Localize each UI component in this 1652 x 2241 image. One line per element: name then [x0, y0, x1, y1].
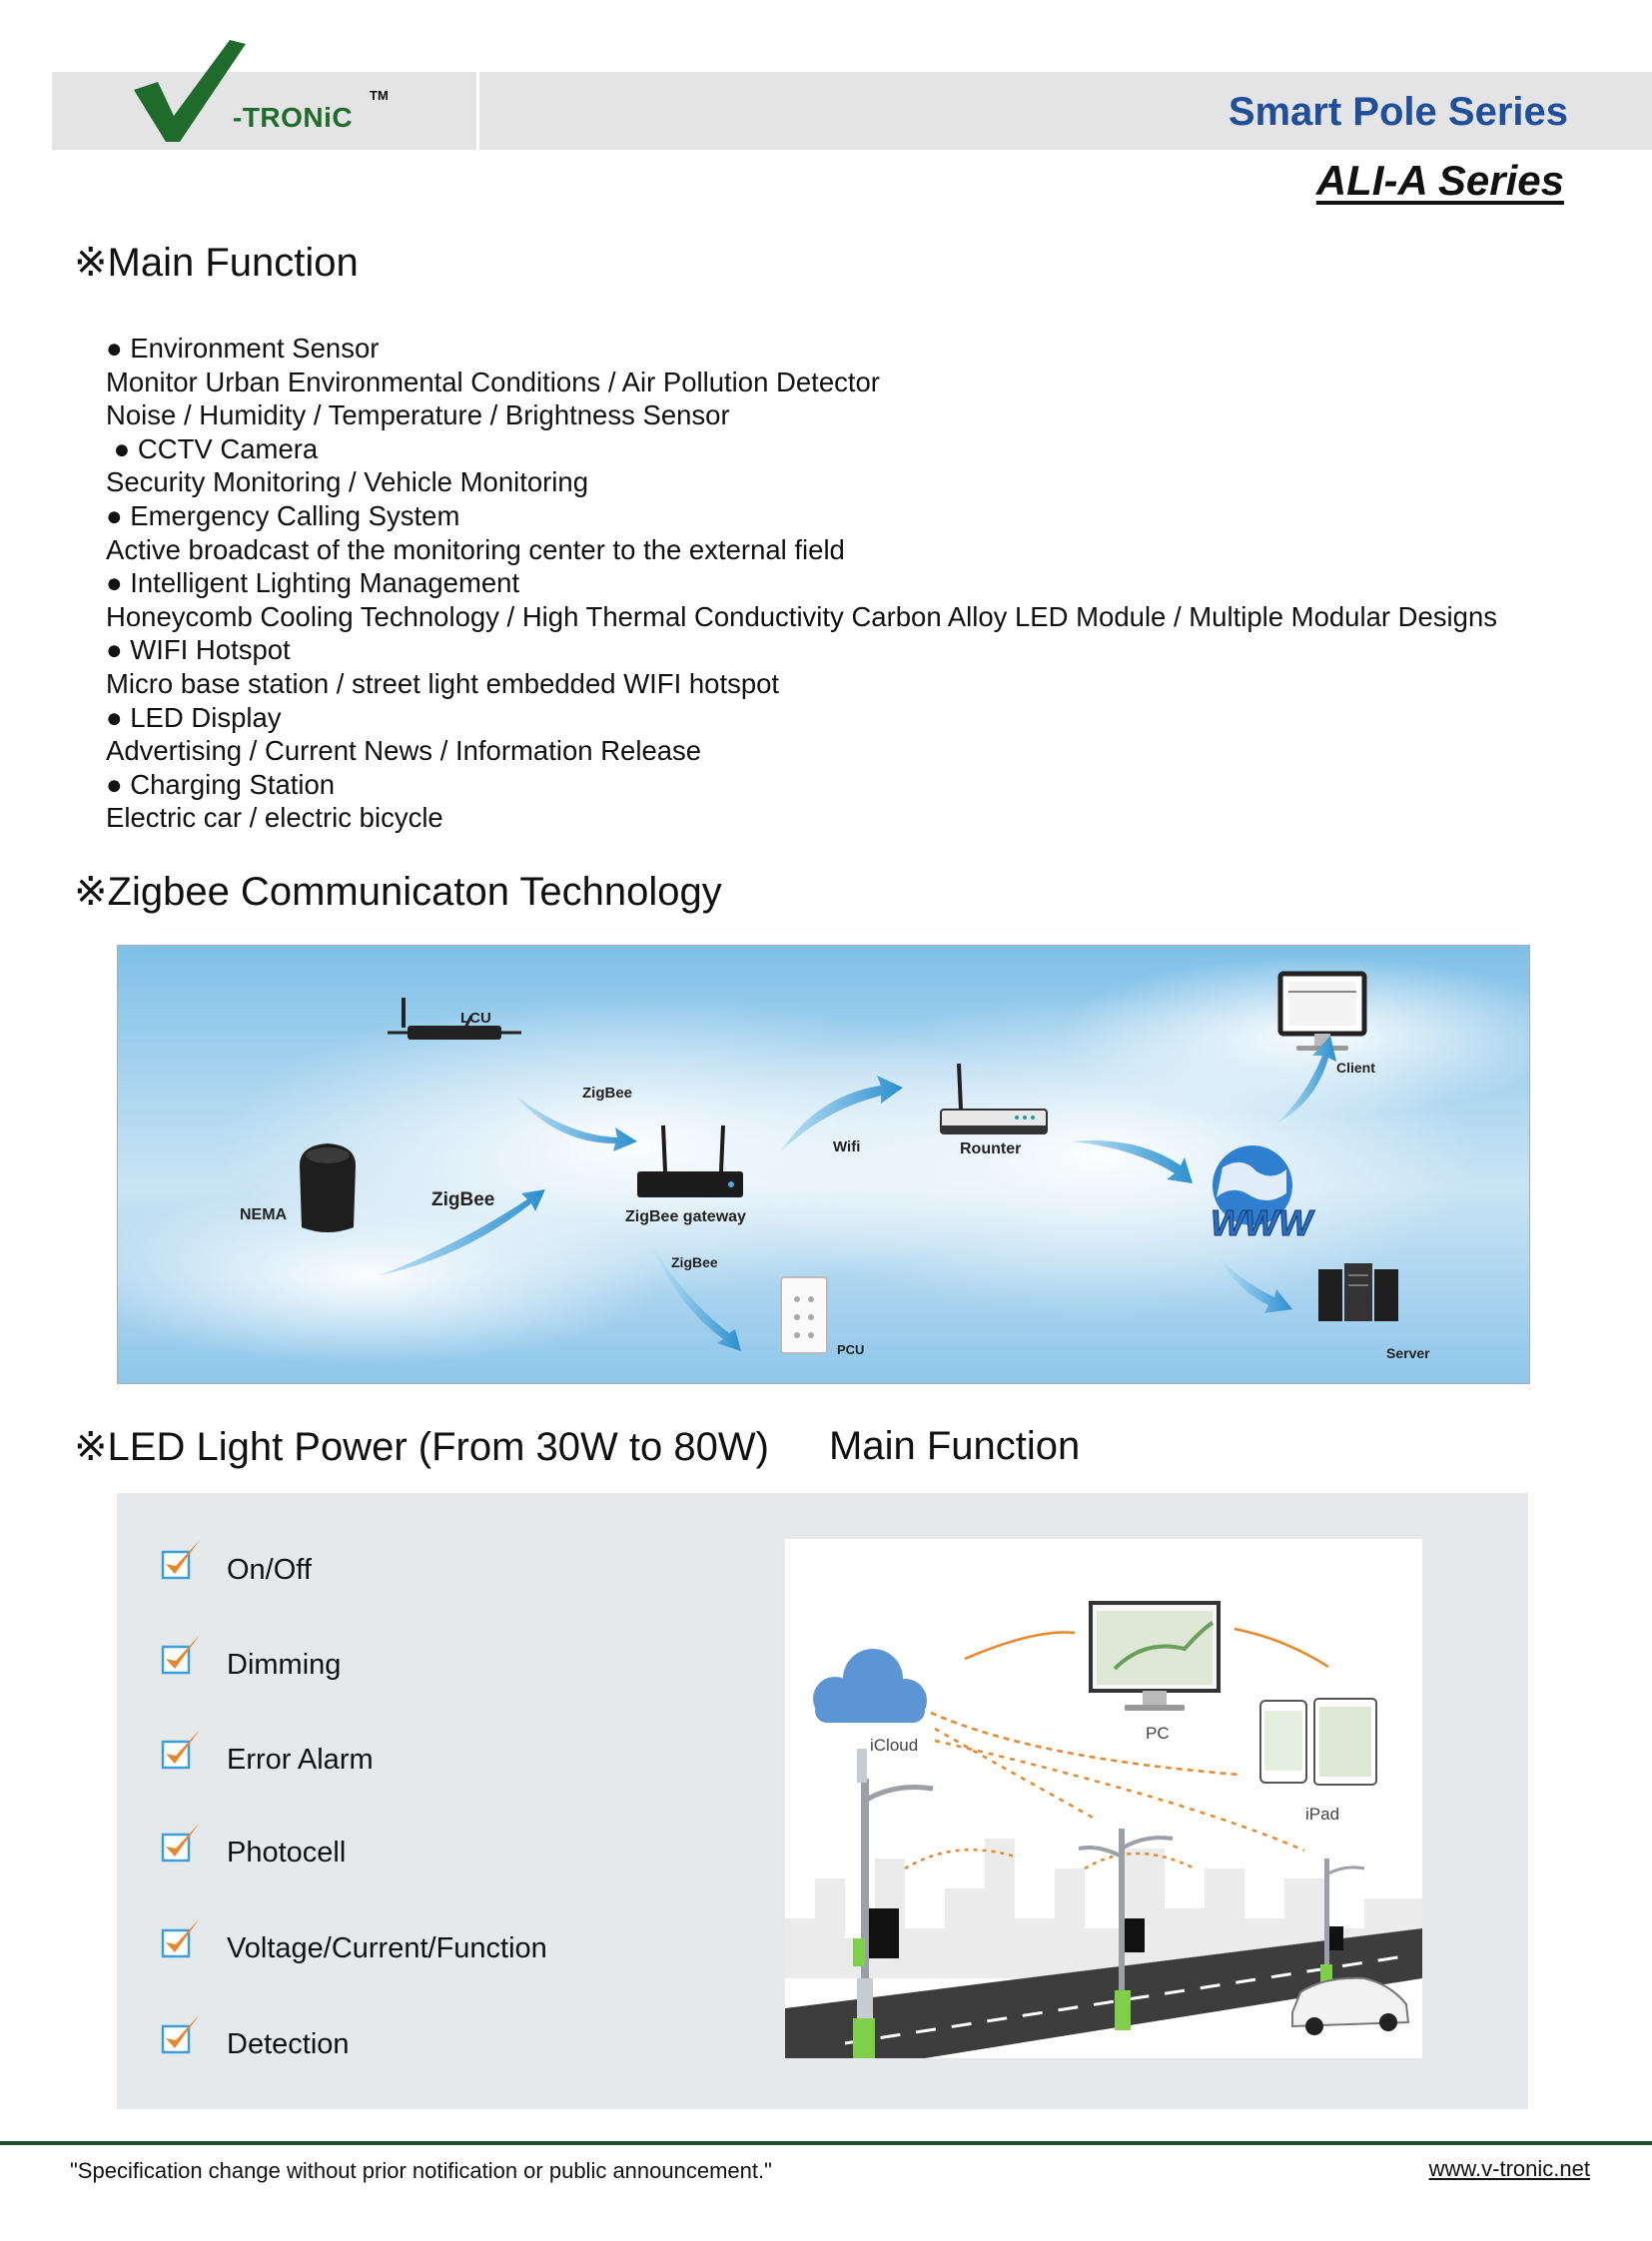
checkbox-checked-icon — [161, 1918, 200, 1958]
checkbox-checked-icon — [161, 1540, 200, 1580]
gateway-label: ZigBee gateway — [625, 1208, 746, 1225]
logo-trademark: TM — [370, 88, 389, 103]
smart-pole-icon — [853, 1749, 934, 2058]
zigbee-link-label: ZigBee — [431, 1189, 494, 1210]
function-line: Micro base station / street light embedd… — [106, 667, 780, 699]
wifi-link-label: Wifi — [833, 1138, 860, 1155]
feature-label: Voltage/Current/Function — [227, 1932, 547, 1964]
checkbox-checked-icon — [161, 1823, 200, 1863]
function-line: Active broadcast of the monitoring cente… — [106, 533, 845, 565]
checkbox-checked-icon — [161, 1730, 200, 1770]
website-link[interactable]: www.v-tronic.net — [1428, 2156, 1590, 2181]
router-icon — [940, 1063, 1048, 1134]
nema-device-icon — [300, 1143, 356, 1232]
function-line: ● WIFI Hotspot — [106, 634, 291, 666]
arrow-lcu-gateway-icon — [515, 1096, 637, 1151]
function-line: ● Emergency Calling System — [106, 499, 460, 531]
ipad-label: iPad — [1305, 1805, 1339, 1824]
cloud-icon — [813, 1649, 927, 1723]
function-line: Monitor Urban Environmental Conditions /… — [106, 366, 880, 397]
zigbee-gateway-icon — [637, 1124, 743, 1197]
feature-label: Dimming — [227, 1649, 342, 1681]
function-line: Security Monitoring / Vehicle Monitoring — [106, 466, 589, 498]
smart-pole-icon — [1078, 1829, 1174, 2030]
city-skyline-icon — [785, 1839, 1422, 1978]
feature-label: On/Off — [227, 1554, 312, 1586]
zigbee-diagram: LCU NEMA ZigBee gateway Rounter — [117, 945, 1530, 1384]
road-icon — [785, 1928, 1422, 2058]
zigbee-link-label: ZigBee — [582, 1085, 632, 1102]
tablet-phone-icon — [1259, 1698, 1377, 1786]
server-label: Server — [1386, 1345, 1430, 1361]
arrow-www-client-icon — [1276, 1036, 1336, 1123]
zigbee-link-label: ZigBee — [671, 1254, 718, 1270]
main-function-heading: ※Main Function — [74, 241, 359, 285]
pcu-panel-icon — [780, 1276, 828, 1354]
arrow-gateway-pcu-icon — [653, 1247, 741, 1351]
function-line: ● Intelligent Lighting Management — [106, 567, 520, 599]
zigbee-heading: ※Zigbee Communicaton Technology — [74, 870, 722, 914]
function-line: ● LED Display — [106, 701, 282, 733]
pc-monitor-icon — [1089, 1601, 1221, 1711]
car-icon — [1291, 1976, 1410, 2035]
function-line: ● Environment Sensor — [106, 333, 380, 364]
server-icon — [1318, 1263, 1398, 1321]
function-line: Honeycomb Cooling Technology / High Ther… — [106, 600, 1498, 632]
feature-label: Detection — [227, 2028, 350, 2060]
client-label: Client — [1336, 1060, 1375, 1076]
lcu-label: LCU — [460, 1010, 491, 1027]
arrow-nema-gateway-icon — [380, 1189, 545, 1275]
series-title: Smart Pole Series — [1228, 90, 1568, 134]
pcu-label: PCU — [837, 1342, 864, 1357]
lcu-device-icon — [388, 998, 521, 1040]
footer-divider — [0, 2141, 1652, 2145]
sub-title: ALI-A Series — [1315, 157, 1564, 204]
header-band-right — [479, 72, 1652, 150]
arrow-wifi-icon — [781, 1076, 903, 1151]
function-line: Electric car / electric bicycle — [106, 802, 443, 834]
header-band-left — [52, 72, 476, 150]
data-flow-arrows-icon — [904, 1627, 1329, 1870]
router-label: Rounter — [960, 1140, 1021, 1157]
footer-disclaimer: "Specification change without prior noti… — [70, 2158, 772, 2183]
checkbox-checked-icon — [161, 1635, 200, 1675]
function-line: ● Charging Station — [106, 768, 336, 800]
pc-label: PC — [1146, 1724, 1170, 1743]
led-main-function-heading: Main Function — [829, 1424, 1081, 1468]
logo-text: -TRONiC — [233, 102, 354, 133]
nema-label: NEMA — [240, 1206, 288, 1223]
feature-label: Photocell — [227, 1837, 347, 1868]
arrow-www-server-icon — [1219, 1257, 1292, 1313]
feature-label: Error Alarm — [227, 1744, 374, 1776]
led-power-heading: ※LED Light Power (From 30W to 80W) — [74, 1425, 769, 1469]
function-line: Advertising / Current News / Information… — [106, 735, 702, 767]
logo-check-icon — [134, 40, 246, 142]
function-line: ● CCTV Camera — [106, 432, 319, 464]
www-label: WWW — [1211, 1202, 1315, 1243]
www-globe-icon — [1213, 1145, 1292, 1225]
smart-pole-illustration: iCloud PC iPad — [785, 1539, 1422, 2058]
arrow-router-www-icon — [1071, 1140, 1193, 1183]
main-function-list: ● Environment Sensor Monitor Urban Envir… — [106, 332, 1497, 835]
function-line: Noise / Humidity / Temperature / Brightn… — [106, 399, 730, 431]
checkbox-checked-icon — [161, 2014, 200, 2054]
icloud-label: iCloud — [870, 1736, 918, 1755]
